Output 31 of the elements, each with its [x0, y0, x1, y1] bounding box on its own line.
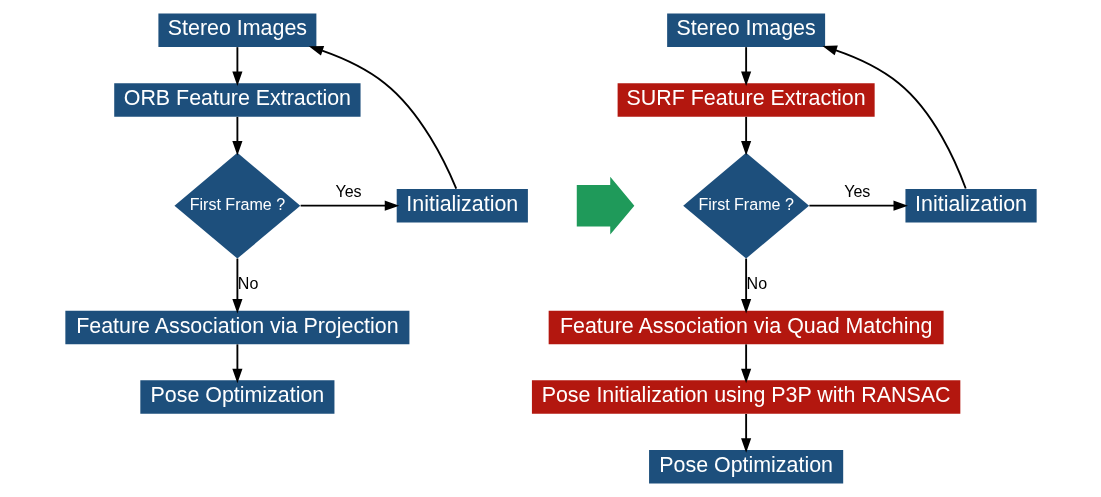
node-arrow	[576, 176, 634, 235]
arrow	[807, 200, 908, 211]
node-box: SURF Feature Extraction	[617, 83, 875, 117]
arrow	[822, 45, 967, 190]
node-box: Feature Association via Projection	[64, 310, 409, 345]
arrow	[299, 200, 399, 211]
node-diamond: First Frame ?	[173, 152, 300, 259]
node-box: Pose Optimization	[648, 450, 843, 484]
node-box: Feature Association via Quad Matching	[548, 310, 944, 345]
node-box: Stereo Images	[157, 13, 316, 47]
node-box: Initialization	[904, 188, 1037, 223]
node-box: Initialization	[396, 188, 528, 223]
node-box: ORB Feature Extraction	[113, 83, 361, 117]
arrow	[308, 45, 457, 190]
arrow	[231, 46, 242, 86]
edge-label: Yes	[334, 182, 362, 201]
node-box: Pose Initialization using P3P with RANSAC	[531, 380, 960, 414]
arrow	[231, 257, 242, 314]
edge-label: No	[237, 273, 258, 292]
edge-label: No	[746, 273, 767, 292]
arrow	[740, 343, 751, 384]
arrow	[740, 115, 751, 156]
arrow	[740, 46, 751, 86]
arrow	[740, 257, 751, 314]
arrow	[231, 343, 242, 384]
arrow	[740, 413, 751, 453]
node-box: Stereo Images	[666, 13, 825, 47]
edge-label: Yes	[843, 182, 870, 201]
node-diamond: First Frame ?	[682, 152, 809, 259]
node-box: Pose Optimization	[139, 380, 334, 414]
arrow	[231, 115, 242, 156]
